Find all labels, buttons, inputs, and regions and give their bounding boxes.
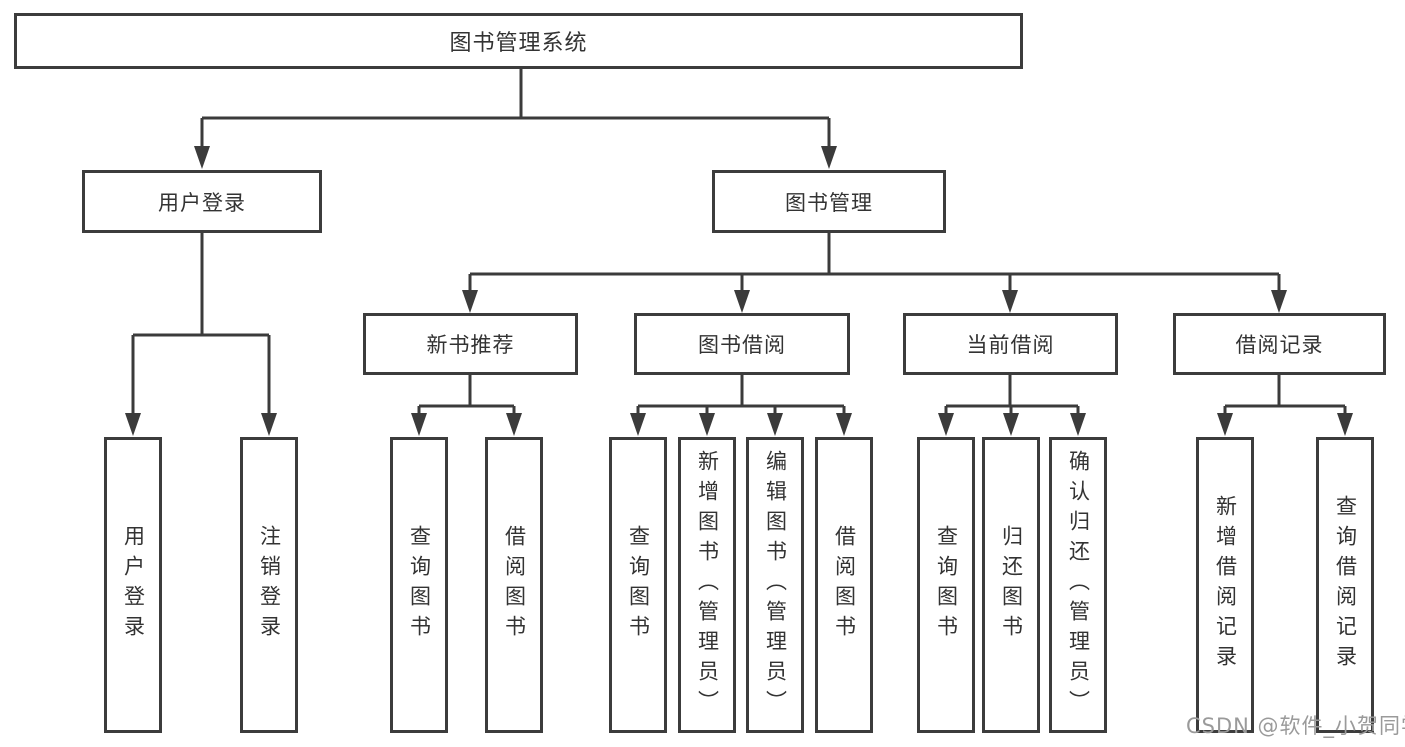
leaf-confirm-return-admin: 确认归还（管理员） bbox=[1049, 437, 1107, 733]
node-label: 图书管理 bbox=[785, 190, 873, 215]
watermark: CSDN @软件_小贺同学 bbox=[1186, 714, 1405, 738]
node-label: 当前借阅 bbox=[966, 333, 1055, 357]
leaf-label: 查询图书 bbox=[407, 525, 432, 645]
leaf-query-borrow-record: 查询借阅记录 bbox=[1316, 437, 1374, 733]
leaf-logout-login: 注销登录 bbox=[240, 437, 298, 733]
node-current-borrowing: 当前借阅 bbox=[903, 313, 1118, 375]
leaf-add-books-admin: 新增图书（管理员） bbox=[678, 437, 736, 733]
leaf-label: 新增图书（管理员） bbox=[695, 450, 720, 720]
node-book-management: 图书管理 bbox=[712, 170, 946, 233]
node-label: 图书借阅 bbox=[698, 333, 786, 357]
node-label: 新书推荐 bbox=[426, 333, 515, 357]
leaf-label: 归还图书 bbox=[999, 525, 1024, 645]
leaf-add-borrow-record: 新增借阅记录 bbox=[1196, 437, 1254, 733]
leaf-query-books-current: 查询图书 bbox=[917, 437, 975, 733]
leaf-label: 注销登录 bbox=[257, 525, 282, 645]
node-label: 用户登录 bbox=[158, 190, 246, 215]
leaf-label: 新增借阅记录 bbox=[1213, 495, 1238, 675]
leaf-label: 查询图书 bbox=[934, 525, 959, 645]
leaf-label: 借阅图书 bbox=[502, 525, 527, 645]
leaf-query-books-borrow: 查询图书 bbox=[609, 437, 667, 733]
leaf-return-books: 归还图书 bbox=[982, 437, 1040, 733]
node-label: 借阅记录 bbox=[1235, 333, 1324, 357]
leaf-label: 查询图书 bbox=[626, 525, 651, 645]
node-label: 图书管理系统 bbox=[449, 31, 588, 56]
leaf-borrow-books-borrow: 借阅图书 bbox=[815, 437, 873, 733]
leaf-edit-books-admin: 编辑图书（管理员） bbox=[746, 437, 804, 733]
node-library-management-system: 图书管理系统 bbox=[14, 13, 1023, 69]
leaf-label: 编辑图书（管理员） bbox=[763, 450, 788, 720]
leaf-label: 查询借阅记录 bbox=[1333, 495, 1358, 675]
leaf-user-login: 用户登录 bbox=[104, 437, 162, 733]
node-user-login: 用户登录 bbox=[82, 170, 322, 233]
leaf-query-books-recommend: 查询图书 bbox=[390, 437, 448, 733]
leaf-borrow-books-recommend: 借阅图书 bbox=[485, 437, 543, 733]
leaf-label: 用户登录 bbox=[121, 525, 146, 645]
node-borrowing-records: 借阅记录 bbox=[1173, 313, 1386, 375]
node-book-borrowing: 图书借阅 bbox=[634, 313, 850, 375]
leaf-label: 借阅图书 bbox=[832, 525, 857, 645]
node-new-book-recommendation: 新书推荐 bbox=[363, 313, 578, 375]
leaf-label: 确认归还（管理员） bbox=[1066, 450, 1091, 720]
